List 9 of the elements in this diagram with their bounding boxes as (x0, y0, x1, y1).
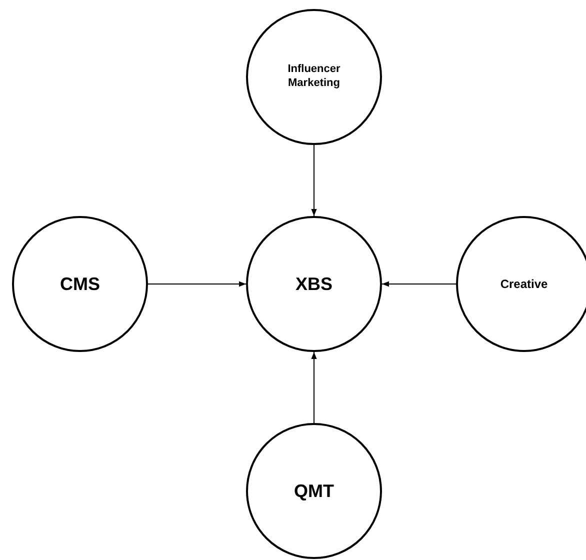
arrow (311, 144, 317, 216)
arrow (382, 281, 456, 287)
node-label: CMS (60, 272, 100, 296)
node-label: QMT (294, 480, 334, 502)
node-label: Influencer Marketing (286, 63, 342, 91)
arrow (311, 352, 317, 424)
arrow (148, 281, 246, 287)
node-label: Creative (500, 276, 548, 292)
node-label: XBS (295, 272, 332, 296)
